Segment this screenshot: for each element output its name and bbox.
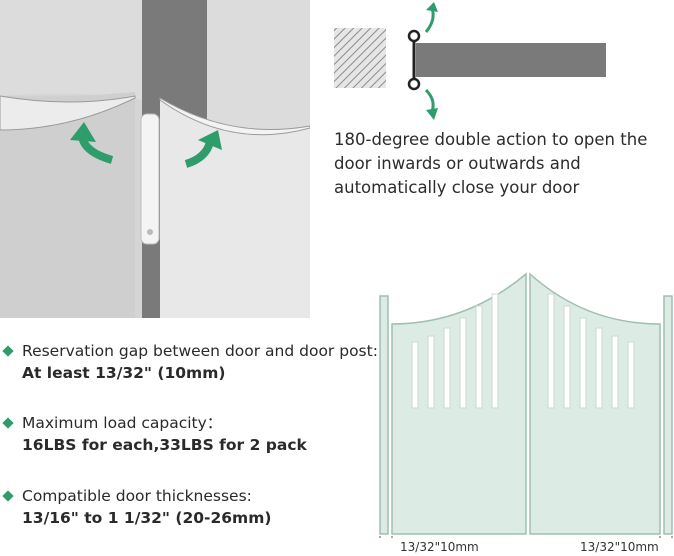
double-action-diagram [334,2,606,120]
diamond-bullet-icon [2,490,14,502]
feature-value: 16LBS for each,33LBS for 2 pack [22,436,307,454]
feature-label: Reservation gap between door and door po… [22,342,378,360]
right-door-post [663,295,673,535]
feature-value: 13/16" to 1 1/32" (20-26mm) [22,509,272,527]
hinge-cylinder [140,113,160,245]
door-top-view [416,43,606,77]
hinge-closeup-illustration [0,0,310,318]
arrow-inward [424,88,435,113]
left-door-post [379,295,389,535]
diamond-bullet-icon [2,345,14,357]
right-door [529,272,661,535]
feature-value: At least 13/32" (10mm) [22,364,226,382]
hinge-description: 180-degree double action to open the doo… [334,130,648,197]
gap-label-right: 13/32"10mm [580,540,659,554]
saloon-doors-illustration [379,272,673,538]
feature-label: Maximum load capacity： [22,414,223,432]
wall-hatch [334,28,386,88]
diamond-bullet-icon [2,417,14,429]
feature-item: Maximum load capacity： 16LBS for each,33L… [2,412,384,456]
gap-label-left: 13/32"10mm [400,540,479,554]
feature-item: Reservation gap between door and door po… [2,340,384,384]
feature-item: Compatible door thicknesses: 13/16" to 1 … [2,485,384,529]
arrow-outward [424,7,435,33]
feature-label: Compatible door thicknesses: [22,487,252,505]
